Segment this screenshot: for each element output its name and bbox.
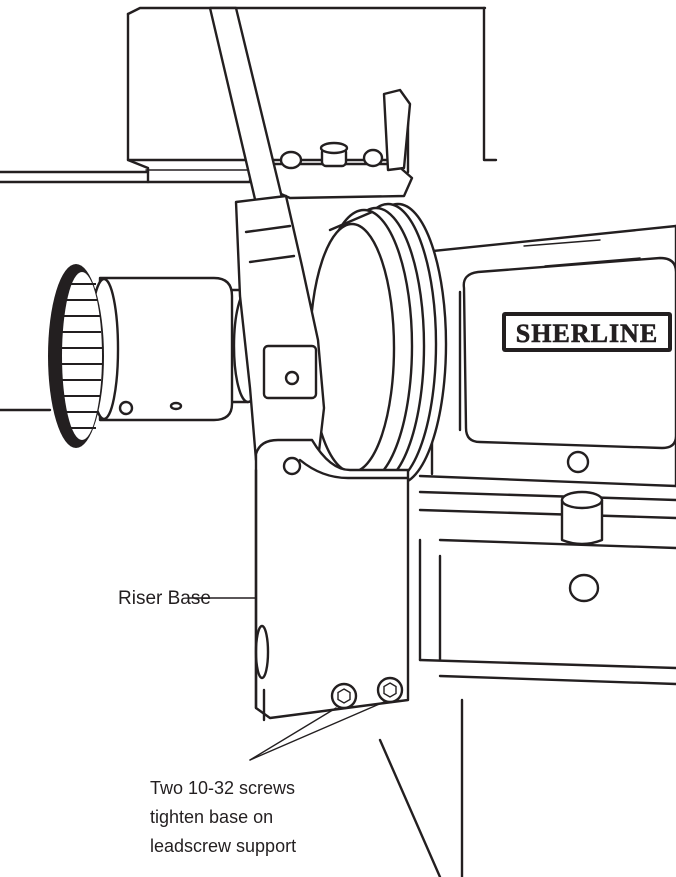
screw-left bbox=[330, 682, 358, 710]
riser-base bbox=[254, 438, 410, 722]
motor-cover bbox=[0, 6, 498, 412]
pulley-stack bbox=[308, 202, 448, 486]
headstock-body: SHERLINE bbox=[378, 224, 676, 877]
screws-label-line-2: tighten base on bbox=[150, 807, 273, 827]
screws bbox=[330, 676, 404, 710]
screw-leader-left bbox=[249, 707, 337, 761]
screw-right bbox=[376, 676, 404, 704]
callout-leaders bbox=[187, 597, 385, 761]
riser-arm bbox=[234, 194, 326, 480]
brand-text: SHERLINE bbox=[516, 319, 658, 348]
screws-label-line-3: leadscrew support bbox=[150, 836, 296, 856]
screws-label-line-1: Two 10-32 screws bbox=[150, 778, 295, 798]
bracket-plate bbox=[248, 88, 414, 200]
spindle-assembly bbox=[48, 264, 264, 448]
screw-leader-right bbox=[249, 701, 385, 761]
riser-base-label: Riser Base bbox=[118, 588, 211, 609]
